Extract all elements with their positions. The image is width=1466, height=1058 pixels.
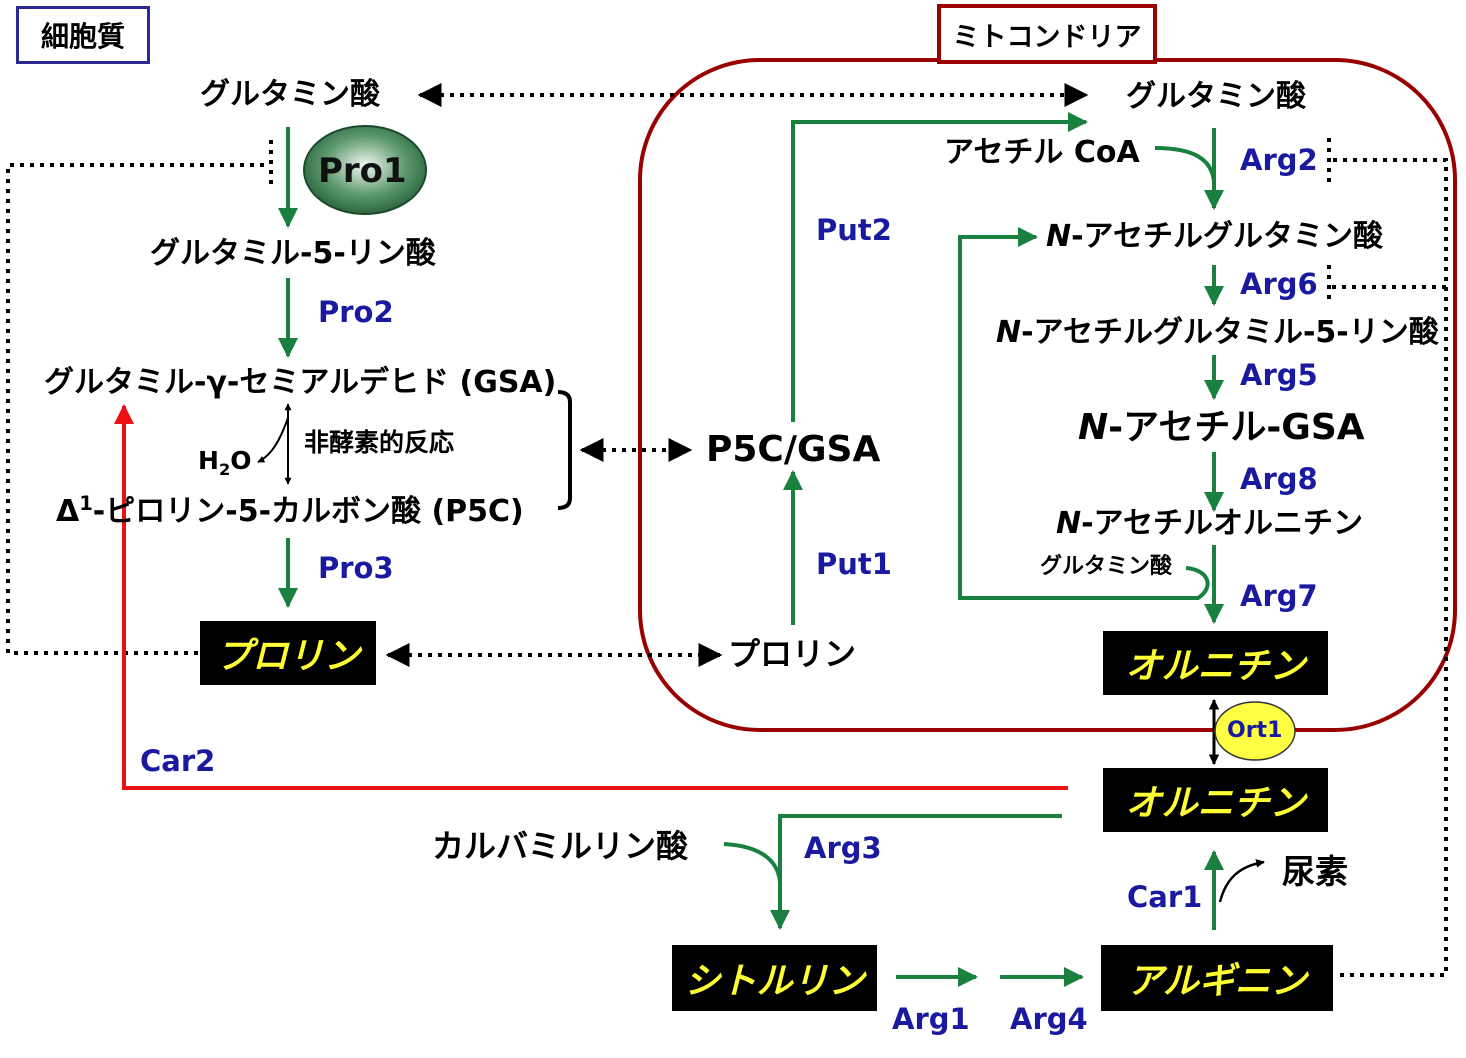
p5c-gsa: P5C/GSA	[706, 429, 881, 470]
cyto-ornithine-box: オルニチン	[1103, 768, 1328, 832]
cytoplasm-label: 細胞質	[16, 6, 150, 64]
naorn-prefix: N	[1056, 506, 1082, 541]
enzyme-arg7: Arg7	[1240, 579, 1318, 613]
enzyme-arg6: Arg6	[1240, 267, 1318, 301]
feedback-proline-pro1	[6, 163, 270, 655]
h2o: H2O	[198, 448, 252, 478]
enzyme-arg3: Arg3	[804, 831, 882, 865]
gsa: グルタミル-γ-セミアルデヒド (GSA)	[44, 365, 557, 400]
ort1-ellipse	[1214, 701, 1296, 761]
enzyme-arg5: Arg5	[1240, 358, 1318, 392]
pro1-ellipse	[303, 125, 427, 215]
carbamoyl-phosphate: カルバミルリン酸	[432, 827, 689, 865]
enzyme-car1: Car1	[1127, 880, 1203, 914]
n-acetylornithine: N-アセチルオルニチン	[1056, 509, 1363, 539]
enzyme-put2: Put2	[816, 213, 892, 247]
mito-proline: プロリン	[728, 635, 857, 673]
bracket	[557, 390, 572, 510]
h2o-sub: 2	[218, 460, 231, 479]
arrow-put2	[791, 112, 1088, 422]
cyto-glutamate: グルタミン酸	[200, 77, 380, 112]
enzyme-put1: Put1	[816, 547, 892, 581]
enzyme-pro1: Pro1	[318, 151, 407, 191]
enzyme-ort1: Ort1	[1227, 718, 1283, 743]
nonenzymatic-label: 非酵素的反応	[304, 428, 455, 457]
arginine-box: アルギニン	[1101, 945, 1333, 1011]
citrulline-box: シトルリン	[672, 945, 877, 1011]
enzyme-pro3: Pro3	[318, 551, 394, 585]
arrow-acetylcoa-join	[1154, 146, 1216, 183]
acetyl-coa: アセチル CoA	[944, 135, 1140, 170]
mito-ornithine-box: オルニチン	[1103, 631, 1328, 695]
enzyme-pro2: Pro2	[318, 295, 394, 329]
nag-rest: -アセチルグルタミン酸	[1071, 219, 1383, 254]
arrow-urea	[1218, 858, 1265, 903]
enzyme-arg1: Arg1	[892, 1002, 970, 1036]
nagsa-rest: -アセチル-GSA	[1108, 407, 1365, 448]
nag-prefix: N	[1046, 219, 1072, 254]
p5c: Δ1-ピロリン-5-カルボン酸 (P5C)	[56, 494, 524, 527]
glutamyl-5-phosphate: グルタミル-5-リン酸	[150, 236, 436, 271]
nagp-rest: -アセチルグルタミル-5-リン酸	[1021, 315, 1439, 350]
mito-glutamate-small: グルタミン酸	[1040, 554, 1173, 579]
n-acetylglutamyl-5-phosphate: N-アセチルグルタミル-5-リン酸	[996, 318, 1439, 348]
n-acetylglutamate: N-アセチルグルタミン酸	[1046, 222, 1383, 252]
enzyme-arg2: Arg2	[1240, 143, 1318, 177]
urea: 尿素	[1282, 852, 1348, 891]
p5c-prefix: Δ	[56, 494, 80, 529]
mito-glutamate: グルタミン酸	[1126, 79, 1306, 114]
p5c-rest: -ピロリン-5-カルボン酸 (P5C)	[92, 494, 524, 529]
arrow-glutamate-recycle	[958, 227, 1210, 600]
mitochondria-label: ミトコンドリア	[937, 4, 1157, 64]
arrow-carbamoylp-join	[723, 842, 782, 883]
arrow-arg3-ornithine	[770, 814, 1062, 930]
nagsa-prefix: N	[1078, 407, 1109, 448]
naorn-rest: -アセチルオルニチン	[1081, 506, 1363, 541]
arrow-car2	[114, 404, 1068, 790]
enzyme-arg4: Arg4	[1010, 1002, 1088, 1036]
arrow-h2o	[257, 417, 289, 463]
cyto-proline-box: プロリン	[200, 621, 376, 685]
nagp-prefix: N	[996, 315, 1022, 350]
h2o-o: O	[230, 446, 252, 475]
h2o-h: H	[198, 446, 219, 475]
n-acetyl-gsa: N-アセチル-GSA	[1078, 410, 1365, 446]
p5c-sup: 1	[79, 492, 93, 515]
enzyme-arg8: Arg8	[1240, 462, 1318, 496]
feedback-arginine	[1330, 158, 1448, 977]
enzyme-car2: Car2	[140, 744, 216, 778]
